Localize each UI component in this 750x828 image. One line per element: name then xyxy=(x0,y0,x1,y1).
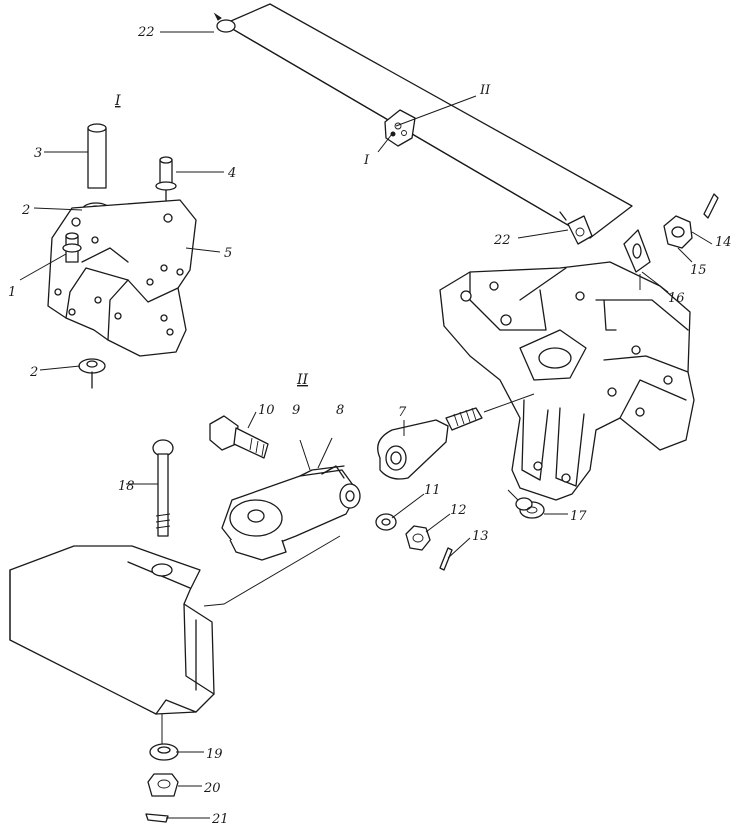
label-14: 14 xyxy=(715,235,732,250)
bolt-18 xyxy=(152,439,174,537)
detail-I-title: I xyxy=(114,93,121,109)
label-22-bottom: 22 xyxy=(493,233,511,248)
label-20: 20 xyxy=(203,781,221,796)
leader-lines xyxy=(19,31,713,819)
label-1: 1 xyxy=(8,285,16,300)
label-3: 3 xyxy=(34,146,42,161)
detail-II-title: II xyxy=(296,372,309,388)
eye-bolt xyxy=(377,393,535,480)
lever-link xyxy=(221,437,361,561)
label-22-top: 22 xyxy=(137,25,155,40)
label-11: 11 xyxy=(424,483,441,498)
label-12: 12 xyxy=(450,503,467,518)
label-15: 15 xyxy=(690,263,707,278)
label-13: 13 xyxy=(472,529,489,544)
label-16: 16 xyxy=(668,291,685,306)
label-4: 4 xyxy=(227,166,236,181)
bolt-hardware-top xyxy=(623,193,719,290)
rudder-blade xyxy=(213,3,633,245)
detail-I-bracket xyxy=(47,123,197,389)
lower-clevis xyxy=(9,535,341,744)
main-bracket xyxy=(439,261,695,501)
label-19: 19 xyxy=(206,747,223,762)
label-8: 8 xyxy=(336,403,344,418)
label-21: 21 xyxy=(211,812,229,827)
part-labels: I II II I 22 22 3 2 4 5 1 2 14 15 16 7 1… xyxy=(8,25,732,827)
label-2-lower: 2 xyxy=(29,365,38,380)
blade-view-II-label: II xyxy=(479,83,491,98)
bolt-hardware-bottom xyxy=(145,743,179,823)
bolt-hardware-middle xyxy=(375,513,453,571)
label-9: 9 xyxy=(292,403,300,418)
label-18: 18 xyxy=(118,479,135,494)
label-7: 7 xyxy=(398,405,407,420)
bushing-17 xyxy=(507,489,545,519)
label-2-upper: 2 xyxy=(21,203,30,218)
blade-view-I-label: I xyxy=(363,153,370,168)
label-17: 17 xyxy=(570,509,587,524)
label-5: 5 xyxy=(224,246,232,261)
bolt-10 xyxy=(209,415,269,459)
label-10: 10 xyxy=(258,403,275,418)
